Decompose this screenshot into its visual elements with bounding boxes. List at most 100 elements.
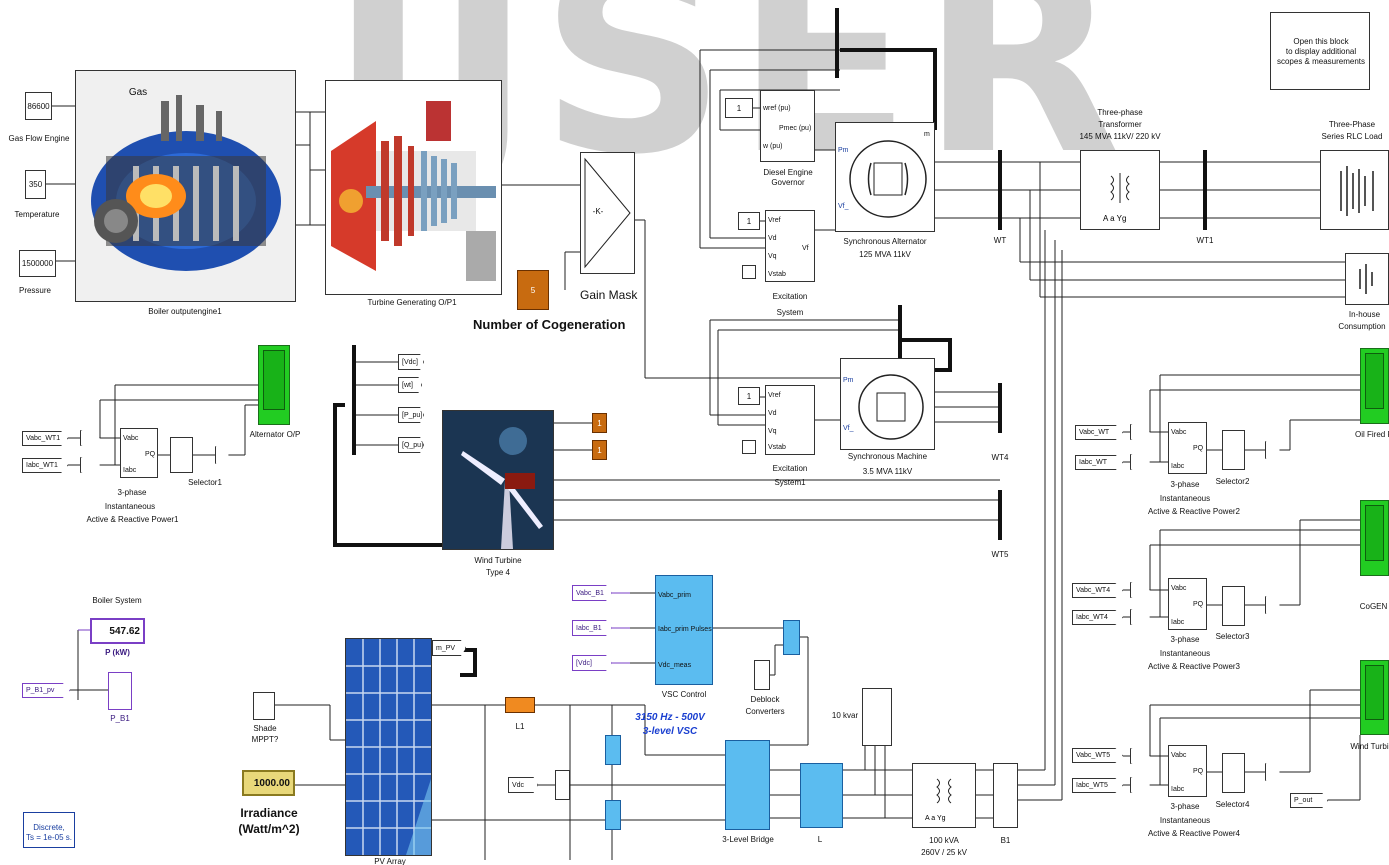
cogen-scope[interactable] [1360, 500, 1389, 576]
open-scopes-block[interactable]: Open this block to display additional sc… [1270, 12, 1370, 90]
pv-array-label: PV Array [360, 857, 420, 865]
pressure-label: Pressure [8, 286, 62, 295]
exc-port-vq: Vq [768, 253, 777, 261]
boiler-system-title: Boiler System [82, 596, 152, 605]
oil-fired-scope[interactable] [1360, 348, 1389, 424]
wind-const-1[interactable]: 1 [592, 413, 607, 433]
vdc-goto-tag[interactable]: Vdc [508, 777, 538, 793]
iabc-wt5-tag[interactable]: Iabc_WT5 [1072, 778, 1123, 793]
capacitor-bottom[interactable] [605, 800, 621, 830]
vdc-output-tag[interactable]: [Vdc] [398, 354, 424, 370]
iabc-wt1-tag[interactable]: Iabc_WT1 [22, 458, 68, 473]
exc-port-vstab: Vstab [768, 271, 786, 279]
vdc-from-tag[interactable]: [Vdc] [572, 655, 612, 671]
in-house-consumption-block[interactable] [1345, 253, 1389, 305]
wind-const-2[interactable]: 1 [592, 440, 607, 460]
mach-port-vf: Vf_ [843, 425, 854, 433]
vref1-constant[interactable]: 1 [738, 387, 760, 405]
p-b1-scope[interactable] [108, 672, 132, 710]
governor-label-2: Governor [752, 178, 824, 187]
bus-wt-label: WT [985, 236, 1015, 245]
selector-1-label: Selector1 [185, 478, 225, 487]
exc1-port-vstab: Vstab [768, 444, 786, 452]
bus-b1-measurement[interactable] [993, 763, 1018, 828]
cogen-scope-label: CoGEN [1358, 602, 1389, 611]
deblock-step[interactable] [754, 660, 770, 690]
vsc-control-block[interactable]: Vabc_prim Iabc_prim Pulses Vdc_meas [655, 575, 713, 685]
inductor-l1[interactable] [505, 697, 535, 713]
vabc-wt5-tag[interactable]: Vabc_WT5 [1072, 748, 1123, 763]
iabc-wt4-tag[interactable]: Iabc_WT4 [1072, 610, 1123, 625]
solver-line-2: Ts = 1e-05 s. [24, 833, 74, 842]
pressure-constant[interactable]: 1500000 [19, 250, 56, 277]
synchronous-machine-block[interactable]: Pm Vf_ [840, 358, 935, 450]
wt-output-tag[interactable]: [wt] [398, 377, 422, 393]
q-pu-output-tag[interactable]: [Q_pu] [398, 437, 424, 453]
temperature-constant[interactable]: 350 [25, 170, 46, 199]
vref-constant[interactable]: 1 [738, 212, 760, 230]
m4-label-2: Instantaneous [1150, 816, 1220, 825]
vstab-ground-1[interactable] [742, 265, 756, 279]
three-phase-transformer[interactable]: A a Yg [1080, 150, 1160, 230]
voltage-measurement[interactable] [555, 770, 570, 800]
wref-constant[interactable]: 1 [725, 98, 753, 118]
boiler-block[interactable] [75, 70, 296, 302]
powergui-block[interactable]: Discrete, Ts = 1e-05 s. [23, 812, 75, 848]
p-out-tag[interactable]: P_out [1290, 793, 1328, 808]
inhouse-label-1: In-house [1340, 310, 1389, 319]
bus-wt4-label: WT4 [985, 453, 1015, 462]
selector-3[interactable] [1222, 586, 1245, 626]
selector-4[interactable] [1222, 753, 1245, 793]
gain-block[interactable]: -K- [580, 152, 635, 274]
wind-turbine-scope[interactable] [1360, 660, 1389, 735]
pv-array-block[interactable] [345, 638, 432, 856]
pq-measure-1[interactable]: Vabc PQ Iabc [120, 428, 158, 478]
bus-wt5[interactable] [998, 490, 1002, 540]
vabc-wt1-tag[interactable]: Vabc_WT1 [22, 431, 68, 446]
irradiance-display[interactable]: 1000.00 [242, 770, 295, 796]
synchronous-alternator-block[interactable]: Pm Vf_ m [835, 122, 935, 232]
p-b1-pv-tag[interactable]: P_B1_pv [22, 683, 70, 698]
selector-1[interactable] [170, 437, 193, 473]
vstab-ground-2[interactable] [742, 440, 756, 454]
vsc-control-label: VSC Control [650, 690, 718, 699]
series-rlc-load[interactable] [1320, 150, 1389, 230]
step-up-transformer[interactable]: A a Yg [912, 763, 976, 828]
diesel-governor-block[interactable]: wref (pu) Pmec (pu) w (pu) [760, 90, 815, 162]
turbine-block[interactable] [325, 80, 502, 295]
capacitor-bank-10kvar[interactable] [862, 688, 892, 746]
shade-mppt-block[interactable] [253, 692, 275, 720]
three-level-bridge-block[interactable] [725, 740, 770, 830]
alt-port-vf: Vf_ [838, 203, 849, 211]
iabc-wt-tag[interactable]: Iabc_WT [1075, 455, 1123, 470]
bus-wt4[interactable] [998, 383, 1002, 433]
cogeneration-constant[interactable]: 5 [517, 270, 549, 310]
sync-machine-label-1: Synchronous Machine [835, 452, 940, 461]
filter-l-block[interactable] [800, 763, 843, 828]
wind-turbine-block[interactable] [442, 410, 554, 550]
selector-2[interactable] [1222, 430, 1245, 470]
vabc-wt-tag[interactable]: Vabc_WT [1075, 425, 1123, 440]
transformer-icon-2: A a Yg [913, 764, 975, 827]
p-pu-output-tag[interactable]: [P_pu] [398, 407, 424, 423]
excitation-system1-block[interactable]: Vref Vd Vq Vstab [765, 385, 815, 455]
m-pv-tag[interactable]: m_PV [432, 640, 466, 656]
boiler-power-display[interactable]: 547.62 [90, 618, 145, 644]
bus-wt1[interactable] [1203, 150, 1207, 230]
mach-port-pm: Pm [843, 377, 854, 385]
vabc-b1-tag[interactable]: Vabc_B1 [572, 585, 612, 601]
excitation-system-block[interactable]: Vref Vd Vq Vstab Vf [765, 210, 815, 282]
vabc-wt4-tag[interactable]: Vabc_WT4 [1072, 583, 1123, 598]
capacitor-top[interactable] [605, 735, 621, 765]
gas-flow-constant[interactable]: 86600 [25, 92, 52, 120]
alt-port-m: m [924, 131, 930, 139]
product-block[interactable] [783, 620, 800, 655]
bus-wt[interactable] [998, 150, 1002, 230]
deblock-label-2: Converters [735, 707, 795, 716]
alternator-output-scope[interactable] [258, 345, 290, 425]
m1-label-3: Active & Reactive Power1 [80, 515, 185, 524]
iabc-b1-tag[interactable]: Iabc_B1 [572, 620, 612, 636]
